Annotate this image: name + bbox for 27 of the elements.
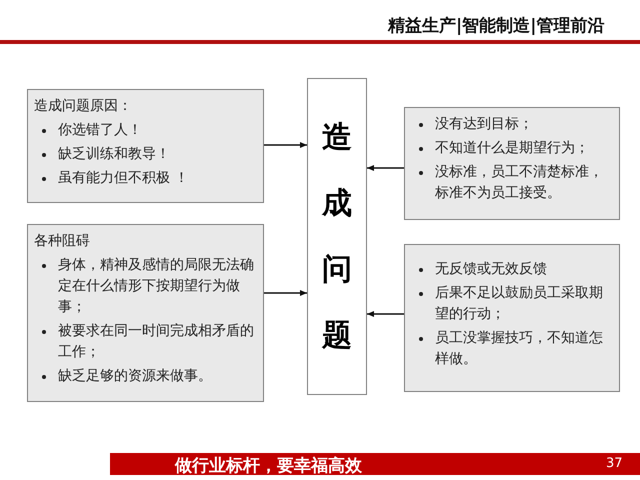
cause-box <box>27 224 264 402</box>
bullet-item: 不知道什么是期望行为； <box>435 138 613 159</box>
bullet-item: 无反馈或无效反馈 <box>435 259 613 280</box>
footer-slogan: 做行业标杆，要幸福高效 <box>175 455 362 477</box>
box-heading: 造成问题原因： <box>34 97 133 116</box>
bullet-item: 后果不足以鼓励员工采取期望的行动； <box>435 283 613 325</box>
arrow <box>367 311 404 317</box>
header-tagline: 精益生产|智能制造|管理前沿 <box>388 15 604 37</box>
arrow <box>367 165 404 171</box>
cause-box <box>404 244 620 392</box>
bullet-item: 被要求在同一时间完成相矛盾的工作； <box>58 321 257 363</box>
bullet-item: 缺乏训练和教导！ <box>58 144 257 165</box>
bullet-item: 虽有能力但不积极 ！ <box>58 168 257 189</box>
cause-box <box>27 89 264 203</box>
box-heading: 各种阻碍 <box>34 232 91 251</box>
bullet-item: 你选错了人！ <box>58 120 257 141</box>
page-number: 37 <box>606 456 623 471</box>
problem-box <box>307 78 367 395</box>
box-title: 造成问题 <box>321 118 353 354</box>
arrow <box>264 142 307 148</box>
bullet-item: 身体，精神及感情的局限无法确定在什么情形下按期望行为做事； <box>58 255 257 318</box>
arrow <box>264 290 307 296</box>
cause-box <box>404 107 620 220</box>
bullet-item: 缺乏足够的资源来做事。 <box>58 366 257 387</box>
bullet-item: 没标准，员工不清楚标准，标准不为员工接受。 <box>435 162 613 204</box>
bullet-item: 没有达到目标； <box>435 114 613 135</box>
bullet-item: 员工没掌握技巧，不知道怎样做。 <box>435 328 613 370</box>
